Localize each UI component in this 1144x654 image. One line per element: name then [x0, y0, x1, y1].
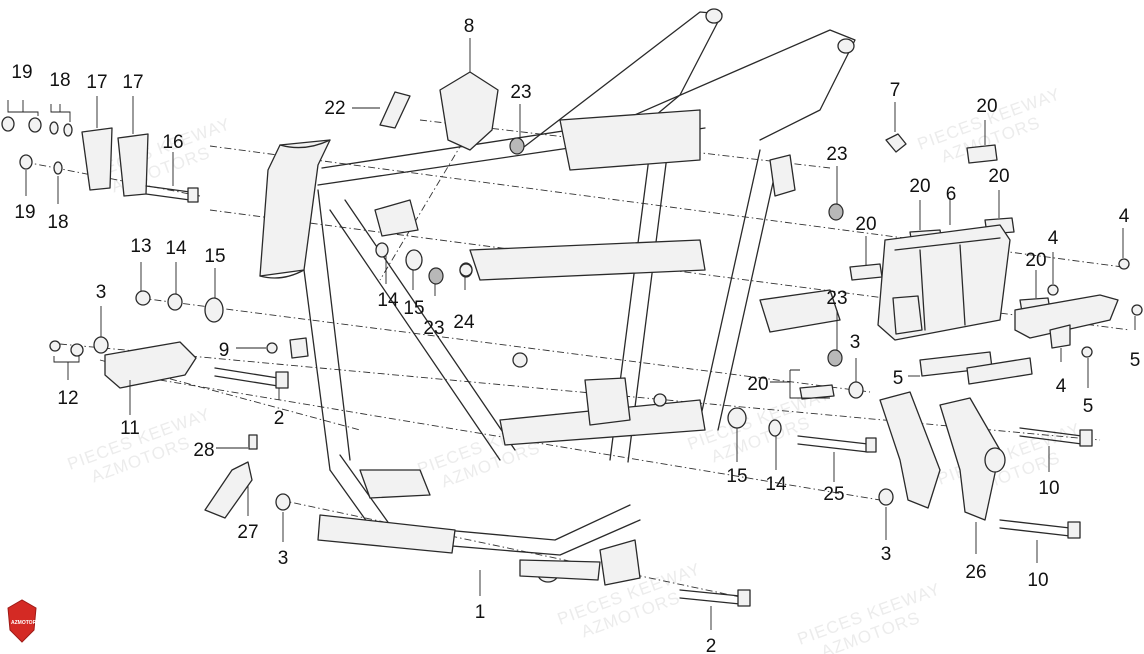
callout-number: 19: [14, 202, 35, 223]
callout-number: 2: [706, 636, 717, 654]
callout-number: 18: [49, 70, 70, 91]
callout-number: 15: [403, 298, 424, 319]
callout-number: 14: [165, 238, 187, 259]
callout-number: 12: [57, 388, 78, 409]
callout-number: 15: [204, 246, 225, 267]
callout-number: 3: [96, 282, 107, 303]
small-parts: [1, 71, 1143, 607]
callout-number: 3: [278, 548, 289, 569]
callout-number: 10: [1038, 478, 1059, 499]
callout-number: 23: [423, 318, 444, 339]
callout-number: 20: [976, 96, 997, 117]
callout-number: 20: [855, 214, 876, 235]
callout-number: 25: [823, 484, 844, 505]
callout-number: 8: [464, 16, 475, 37]
callout-number: 24: [453, 312, 475, 333]
callout-number: 26: [965, 562, 986, 583]
callout-number: 3: [881, 544, 892, 565]
callout-number: 27: [237, 522, 258, 543]
callout-number: 7: [890, 80, 901, 101]
callout-number: 20: [747, 374, 768, 395]
callout-number: 14: [765, 474, 787, 495]
callout-number: 6: [946, 184, 957, 205]
callout-number: 1: [475, 602, 486, 623]
callout-number: 23: [826, 144, 847, 165]
callout-number: 5: [1083, 396, 1094, 417]
callout-number: 5: [1130, 350, 1141, 371]
callout-number: 28: [193, 440, 214, 461]
callout-number: 17: [86, 72, 107, 93]
callout-number: 20: [988, 166, 1009, 187]
leader-lines: [7, 38, 1136, 630]
main-frame: [259, 8, 856, 586]
callout-number: 4: [1056, 376, 1067, 397]
callout-number: 23: [826, 288, 847, 309]
callout-number: 17: [122, 72, 143, 93]
callout-number: 9: [219, 340, 230, 361]
callout-number: 4: [1048, 228, 1059, 249]
callout-number: 3: [850, 332, 861, 353]
callout-number: 23: [510, 82, 531, 103]
callout-number: 13: [130, 236, 151, 257]
callout-number: 5: [893, 368, 904, 389]
logo-text: AZMOTORS: [11, 620, 40, 626]
callout-number: 20: [1025, 250, 1046, 271]
callout-number: 20: [909, 176, 930, 197]
callout-number: 10: [1027, 570, 1048, 591]
callout-number: 15: [726, 466, 747, 487]
callout-number: 4: [1119, 206, 1130, 227]
callout-number: 11: [120, 418, 140, 439]
callout-number: 14: [377, 290, 399, 311]
azmotors-logo: AZMOTORS: [7, 599, 40, 643]
callout-number: 22: [324, 98, 345, 119]
callout-number: 16: [162, 132, 183, 153]
callout-number: 19: [11, 62, 32, 83]
callout-number: 2: [274, 408, 285, 429]
callout-number: 18: [47, 212, 68, 233]
shield-icon: [7, 599, 37, 643]
